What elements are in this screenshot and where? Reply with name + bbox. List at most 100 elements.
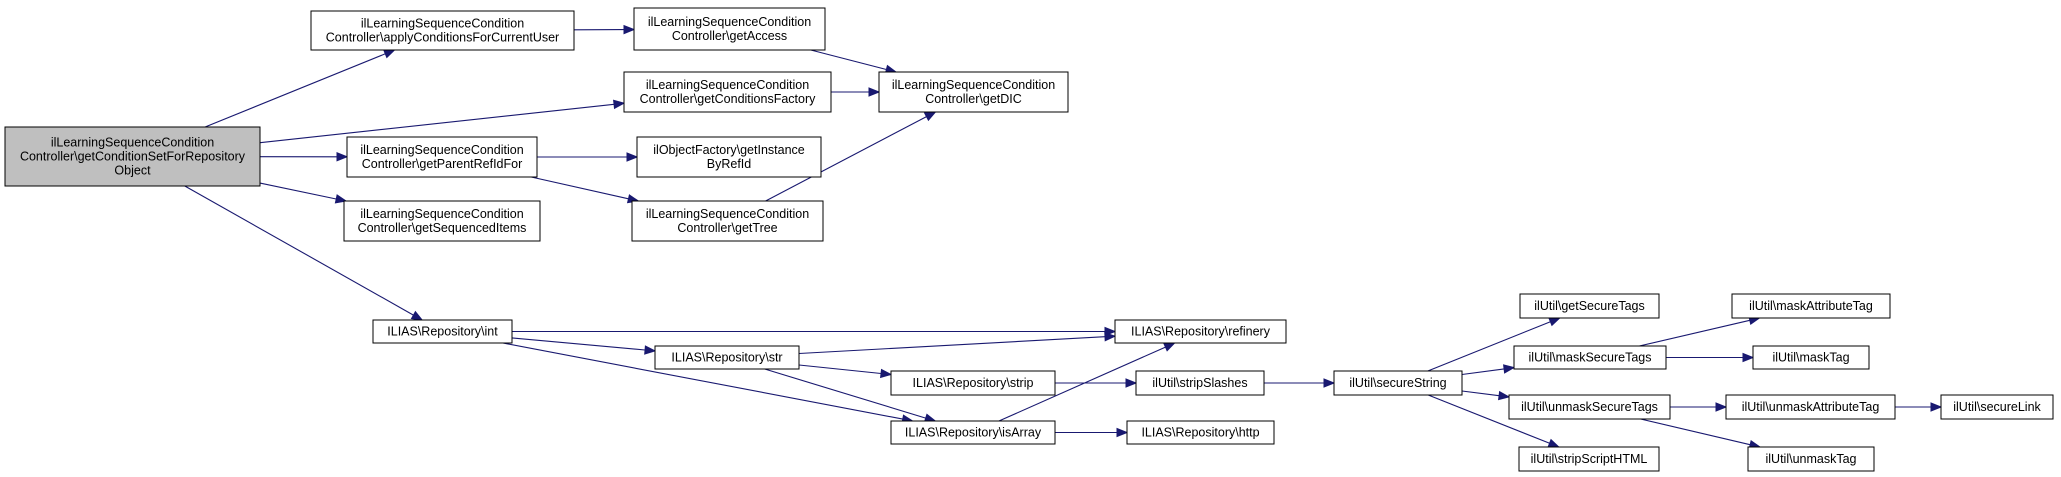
node-repoRefinery[interactable]: ILIAS\Repository\refinery	[1114, 319, 1287, 344]
node-box[interactable]	[372, 319, 513, 344]
node-box[interactable]	[1747, 446, 1875, 472]
node-box[interactable]	[631, 200, 824, 242]
node-box[interactable]	[1513, 345, 1667, 370]
node-label-line: ByRefId	[707, 157, 752, 171]
node-box[interactable]	[890, 370, 1056, 396]
edge-unmaskSecureTags-to-unmaskTag	[1640, 418, 1762, 450]
edge-line	[1427, 321, 1551, 372]
arrowhead	[336, 152, 349, 162]
node-stripScriptHTML[interactable]: ilUtil\stripScriptHTML	[1518, 446, 1660, 472]
arrowhead	[644, 345, 657, 355]
node-maskSecureTags[interactable]: ilUtil\maskSecureTags	[1513, 345, 1667, 370]
edge-line	[764, 368, 926, 419]
node-label-line: ilLearningSequenceCondition	[648, 15, 811, 29]
arrowhead	[613, 99, 626, 110]
node-box[interactable]	[1731, 293, 1891, 319]
edge-applyConditions-to-getAccess	[573, 24, 636, 35]
node-box[interactable]	[1508, 394, 1671, 420]
node-getAccess[interactable]: ilLearningSequenceConditionController\ge…	[633, 7, 826, 51]
edge-line	[1461, 390, 1500, 397]
edge-unmaskAttributeTag-to-secureLink	[1895, 402, 1943, 412]
node-box[interactable]	[1333, 370, 1463, 396]
node-box[interactable]	[633, 7, 826, 51]
node-box[interactable]	[1752, 345, 1870, 370]
node-secureLink[interactable]: ilUtil\secureLink	[1940, 394, 2054, 420]
arrowhead	[923, 111, 937, 122]
node-box[interactable]	[1518, 446, 1660, 472]
node-box[interactable]	[343, 200, 541, 242]
edge-root-to-getParentRefIdFor	[259, 152, 349, 162]
arrowhead	[1116, 427, 1129, 438]
node-label-line: Controller\getTree	[677, 221, 777, 235]
node-getSequencedItems[interactable]: ilLearningSequenceConditionController\ge…	[343, 200, 541, 242]
edge-maskSecureTags-to-maskAttributeTag	[1639, 315, 1761, 347]
node-box[interactable]	[1135, 370, 1265, 396]
node-box[interactable]	[310, 10, 575, 51]
node-getSecureTags[interactable]: ilUtil\getSecureTags	[1519, 293, 1660, 319]
node-getTree[interactable]: ilLearningSequenceConditionController\ge…	[631, 200, 824, 242]
node-box[interactable]	[890, 420, 1056, 445]
node-box[interactable]	[346, 136, 538, 178]
node-label-line: Controller\getConditionSetForRepository	[20, 150, 246, 164]
node-label-line: Controller\applyConditionsForCurrentUser	[326, 31, 559, 45]
arrowhead	[626, 152, 639, 162]
node-stripSlashes[interactable]: ilUtil\stripSlashes	[1135, 370, 1265, 396]
edge-root-to-applyConditions	[204, 49, 396, 128]
edge-repoInt-to-repoRefinery	[512, 326, 1117, 337]
node-repoIsArray[interactable]: ILIAS\Repository\isArray	[890, 420, 1056, 445]
node-label-line: ilLearningSequenceCondition	[51, 136, 214, 150]
edge-line	[204, 53, 386, 128]
edge-line	[798, 364, 882, 375]
node-applyConditions[interactable]: ilLearningSequenceConditionController\ap…	[310, 10, 575, 51]
arrowhead	[383, 49, 396, 59]
node-unmaskAttributeTag[interactable]: ilUtil\unmaskAttributeTag	[1725, 394, 1896, 420]
node-box[interactable]	[4, 126, 261, 187]
node-repoHttp[interactable]: ILIAS\Repository\http	[1126, 420, 1275, 445]
edge-repoInt-to-repoStr	[511, 337, 657, 355]
node-repoInt[interactable]: ILIAS\Repository\int	[372, 319, 513, 344]
edge-getParentRefIdFor-to-getTree	[531, 176, 640, 204]
edge-repoStr-to-repoStrip	[798, 364, 893, 379]
arrowhead	[868, 87, 881, 97]
node-box[interactable]	[623, 71, 832, 113]
node-label-line: ilUtil\secureString	[1349, 376, 1446, 390]
edge-line	[511, 337, 646, 351]
edge-getConditionsFactory-to-getDIC	[831, 87, 881, 97]
node-label-line: ilLearningSequenceCondition	[646, 78, 809, 92]
edge-line	[1461, 368, 1505, 376]
node-label-line: ILIAS\Repository\strip	[913, 376, 1034, 390]
node-repoStr[interactable]: ILIAS\Repository\str	[654, 345, 800, 370]
arrowhead	[1547, 438, 1561, 448]
nodes-layer: ilLearningSequenceConditionController\ge…	[4, 7, 2054, 472]
node-label-line: ilUtil\getSecureTags	[1534, 299, 1644, 313]
node-secureString[interactable]: ilUtil\secureString	[1333, 370, 1463, 396]
edge-line	[1427, 394, 1550, 444]
node-box[interactable]	[654, 345, 800, 370]
arrowhead	[880, 368, 893, 379]
node-box[interactable]	[1114, 319, 1287, 344]
node-repoStrip[interactable]: ILIAS\Repository\strip	[890, 370, 1056, 396]
arrowhead	[1125, 378, 1138, 388]
edge-getParentRefIdFor-to-getInstanceByRefId	[537, 152, 639, 162]
edge-line	[998, 346, 1166, 422]
node-unmaskTag[interactable]: ilUtil\unmaskTag	[1747, 446, 1875, 472]
node-getDIC[interactable]: ilLearningSequenceConditionController\ge…	[878, 71, 1069, 113]
node-label-line: ILIAS\Repository\str	[671, 351, 782, 365]
arrowhead	[1503, 364, 1516, 374]
node-box[interactable]	[636, 136, 822, 178]
node-box[interactable]	[1519, 293, 1660, 319]
node-box[interactable]	[1126, 420, 1275, 445]
node-box[interactable]	[878, 71, 1069, 113]
node-getConditionsFactory[interactable]: ilLearningSequenceConditionController\ge…	[623, 71, 832, 113]
edge-line	[502, 342, 903, 420]
node-box[interactable]	[1940, 394, 2054, 420]
node-maskTag[interactable]: ilUtil\maskTag	[1752, 345, 1870, 370]
arrowhead	[1715, 402, 1728, 412]
node-getParentRefIdFor[interactable]: ilLearningSequenceConditionController\ge…	[346, 136, 538, 178]
node-unmaskSecureTags[interactable]: ilUtil\unmaskSecureTags	[1508, 394, 1671, 420]
edge-line	[765, 116, 927, 202]
node-root[interactable]: ilLearningSequenceConditionController\ge…	[4, 126, 261, 187]
node-box[interactable]	[1725, 394, 1896, 420]
node-maskAttributeTag[interactable]: ilUtil\maskAttributeTag	[1731, 293, 1891, 319]
